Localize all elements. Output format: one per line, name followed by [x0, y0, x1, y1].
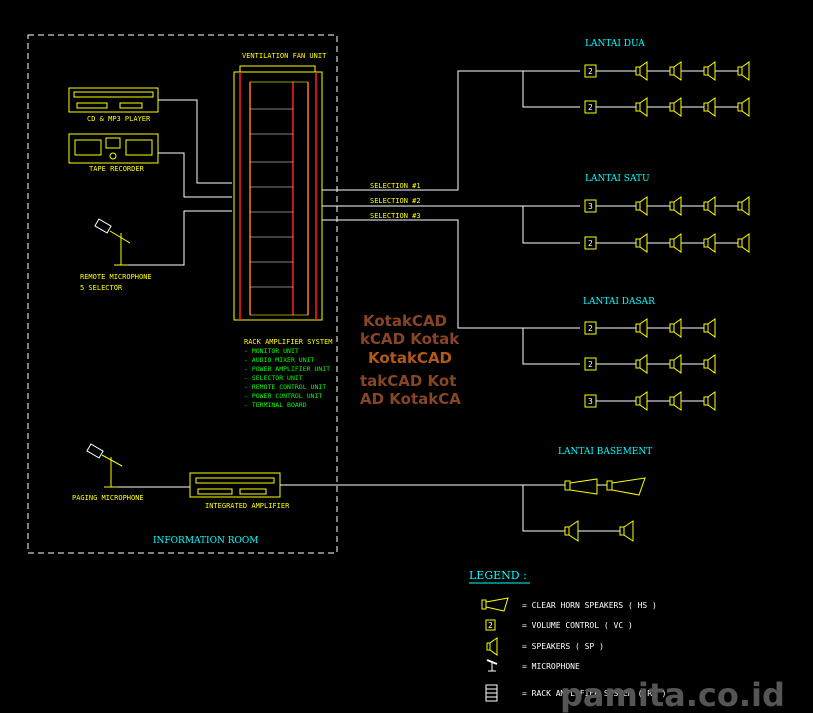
legend-item: = SPEAKERS ( SP ) [522, 642, 604, 651]
volume-control-icon: 2 [584, 100, 597, 114]
integrated-amplifier-device [189, 472, 281, 498]
legend-item: = RACK AMPLIFIER SYSTEM ( RA ) [522, 689, 667, 698]
speaker-icon [635, 391, 648, 411]
volume-control-icon: 3 [584, 199, 597, 213]
volume-control-icon: 2 [584, 357, 597, 371]
legend-horn-icon [481, 597, 509, 612]
legend-rack-icon [485, 684, 498, 702]
svg-text:AD KotakCA: AD KotakCA [360, 390, 461, 408]
speaker-icon [669, 61, 682, 81]
watermark-pamita: pamita.co.id [560, 676, 785, 713]
information-room-boundary [27, 34, 338, 554]
speaker-icon [635, 196, 648, 216]
paging-microphone-icon [86, 443, 123, 488]
rack-components-list: - MONITOR UNIT - AUDIO MIXER UNIT - POWE… [244, 347, 330, 409]
selection-1-label: SELECTION #1 [370, 182, 421, 190]
volume-control-icon: 2 [584, 321, 597, 335]
speaker-icon [669, 391, 682, 411]
legend-item: = VOLUME CONTROL ( VC ) [522, 621, 633, 630]
floor-lantai-satu: LANTAI SATU [585, 174, 650, 184]
volume-control-icon: 2 [584, 64, 597, 78]
speaker-icon [564, 520, 634, 542]
svg-text:KotakCAD: KotakCAD [368, 349, 452, 367]
volume-control-icon: 3 [584, 394, 597, 408]
speaker-icon [703, 391, 716, 411]
wire-tape [158, 152, 232, 198]
svg-text:KotakCAD: KotakCAD [363, 312, 447, 330]
svg-text:2: 2 [588, 103, 593, 112]
svg-text:3: 3 [588, 202, 593, 211]
svg-text:2: 2 [588, 360, 593, 369]
tape-recorder-label: TAPE RECORDER [89, 165, 145, 173]
volume-control-icon: 2 [584, 236, 597, 250]
selection-2-label: SELECTION #2 [370, 197, 421, 205]
speaker-icon [635, 61, 648, 81]
tape-recorder-device [68, 133, 159, 164]
selection-3-label: SELECTION #3 [370, 212, 421, 220]
speaker-icon [703, 97, 716, 117]
speaker-icon [703, 318, 716, 338]
speaker-icon [669, 97, 682, 117]
speaker-rows: 2 2 3 2 2 2 3 [584, 61, 750, 411]
svg-text:3: 3 [588, 397, 593, 406]
speaker-icon [635, 354, 648, 374]
rack-item: - POWER AMPLIFIER UNIT [244, 365, 330, 373]
svg-text:2: 2 [588, 324, 593, 333]
speaker-icon [635, 97, 648, 117]
wire-remote-mic [128, 210, 232, 266]
floor-lantai-dasar: LANTAI DASAR [583, 297, 655, 307]
speaker-icon [703, 233, 716, 253]
rack-item: - REMOTE CONTROL UNIT [244, 383, 326, 391]
cd-player-device [68, 87, 159, 113]
legend-item: = MICROPHONE [522, 662, 580, 671]
svg-text:2: 2 [488, 621, 493, 630]
integrated-amp-label: INTEGRATED AMPLIFIER [205, 502, 290, 510]
speaker-icon [737, 61, 750, 81]
wire-cd [158, 99, 232, 184]
floor-lantai-basement: LANTAI BASEMENT [558, 447, 652, 457]
svg-text:takCAD Kot: takCAD Kot [360, 372, 456, 390]
speaker-icon [703, 61, 716, 81]
speaker-icon [737, 97, 750, 117]
paging-mic-label: PAGING MICROPHONE [72, 494, 144, 502]
remote-microphone-icon [94, 218, 131, 266]
horn-speaker-icon [564, 477, 646, 496]
speaker-icon [669, 196, 682, 216]
cd-player-label: CD & MP3 PLAYER [87, 115, 151, 123]
speaker-icon [737, 233, 750, 253]
floor-lantai-dua: LANTAI DUA [585, 39, 645, 49]
speaker-icon [635, 233, 648, 253]
speaker-icon [703, 354, 716, 374]
legend-volume-icon: 2 [485, 619, 496, 631]
speaker-icon [669, 318, 682, 338]
rack-item: - AUDIO MIXER UNIT [244, 356, 315, 364]
ventilation-label: VENTILATION FAN UNIT [242, 52, 327, 60]
legend-title: LEGEND : [469, 569, 527, 582]
speaker-icon [669, 233, 682, 253]
speaker-icon [703, 196, 716, 216]
rack-title: RACK AMPLIFIER SYSTEM [244, 338, 333, 346]
speaker-icon [737, 196, 750, 216]
information-room-title: INFORMATION ROOM [153, 536, 258, 546]
remote-mic-label-2: 5 SELECTOR [80, 284, 123, 292]
rack-item: - TERMINAL BOARD [244, 401, 307, 409]
legend-microphone-icon [486, 659, 498, 672]
watermark-kotakcad: KotakCAD kCAD Kotak KotakCAD takCAD Kot … [360, 312, 461, 408]
rack-item: - SELECTOR UNIT [244, 374, 303, 382]
wire-selection-3 [322, 219, 580, 329]
legend-item: = CLEAR HORN SPEAKERS ( HS ) [522, 601, 657, 610]
remote-mic-label: REMOTE MICROPHONE [80, 273, 152, 281]
svg-text:2: 2 [588, 67, 593, 76]
speaker-icon [635, 318, 648, 338]
wire-selection-1 [322, 70, 580, 191]
svg-text:kCAD Kotak: kCAD Kotak [360, 330, 460, 348]
legend-speaker-icon [486, 637, 498, 656]
speaker-icon [669, 354, 682, 374]
svg-text:2: 2 [588, 239, 593, 248]
rack-item: - MONITOR UNIT [244, 347, 299, 355]
rack-item: - POWER CONTROL UNIT [244, 392, 322, 400]
rack-amplifier-system [233, 65, 323, 321]
